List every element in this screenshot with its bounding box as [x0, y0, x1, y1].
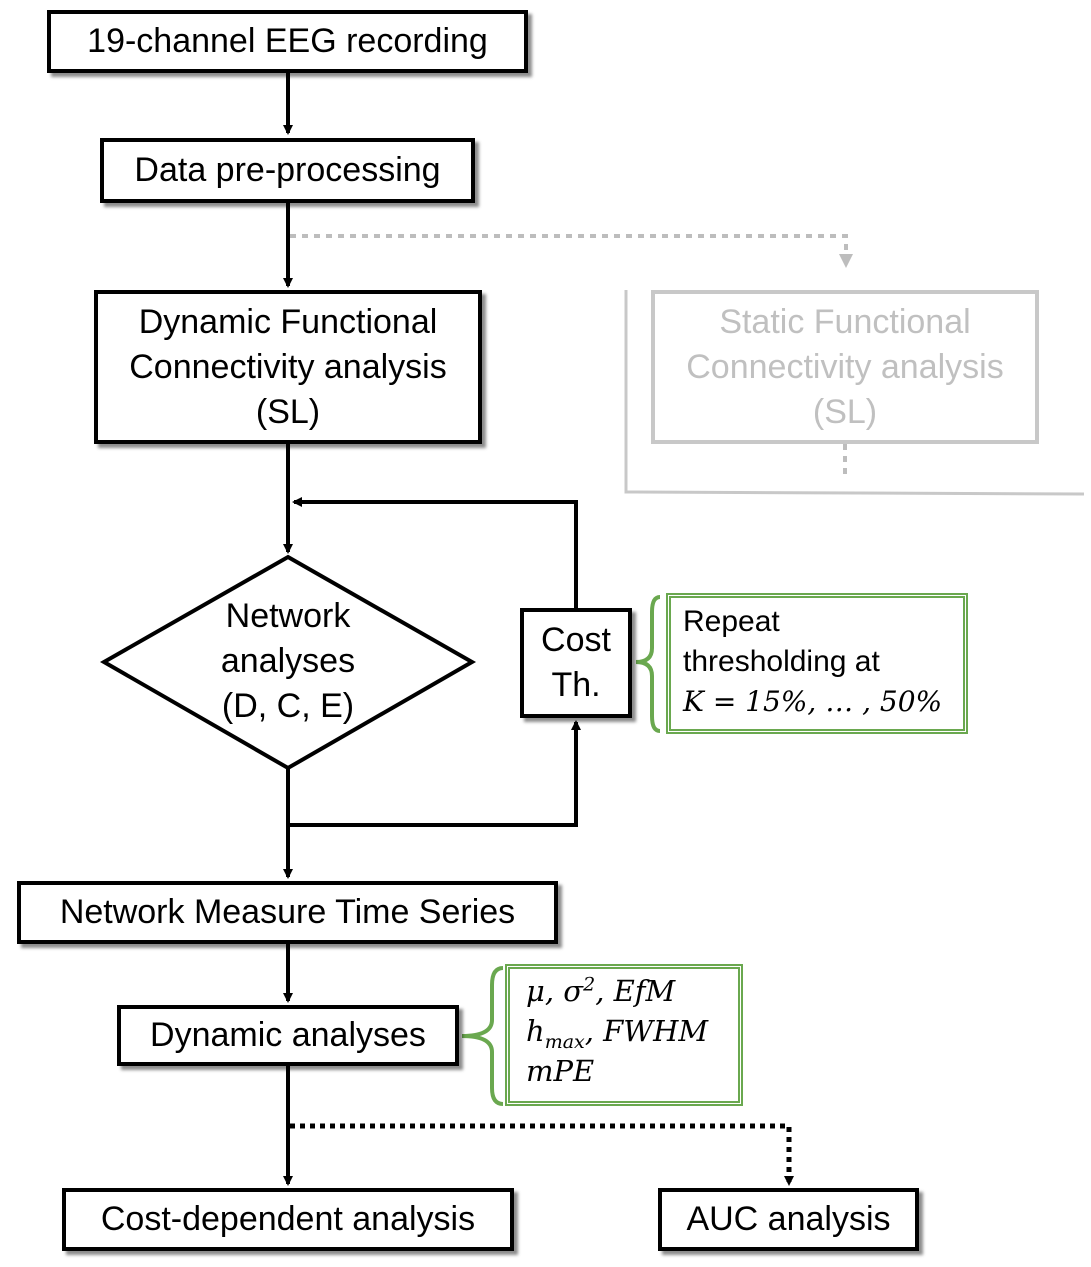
threshold-note-formula: K = 15%, … , 50% [683, 685, 943, 718]
cost-threshold-node: Cost Th. [520, 608, 632, 718]
network-analyses-line3: (D, C, E) [221, 687, 355, 725]
measures-line3: mPE [526, 1054, 595, 1088]
dynamic-fc-label-line3: (SL) [255, 392, 321, 431]
threshold-note-line1: Repeat [683, 605, 780, 638]
cost-dependent-label: Cost-dependent analysis [100, 1200, 476, 1238]
static-fc-label-line3: (SL) [812, 392, 878, 431]
auc-analysis-node: AUC analysis [658, 1188, 919, 1251]
dynamic-fc-label-line1: Dynamic Functional [138, 302, 438, 341]
eeg-recording-node: 19-channel EEG recording [47, 10, 528, 73]
cost-dependent-analysis-node: Cost-dependent analysis [62, 1188, 514, 1251]
nmts-label: Network Measure Time Series [59, 893, 516, 931]
dynamic-analyses-label: Dynamic analyses [150, 1016, 426, 1054]
threshold-note-brace [635, 595, 661, 733]
dynamic-fc-node: Dynamic Functional Connectivity analysis… [94, 290, 482, 444]
threshold-note-line2: thresholding at [683, 645, 880, 678]
dotted-arrow-to-static [290, 234, 853, 268]
static-fc-label-line1: Static Functional [719, 302, 971, 341]
static-bracket [624, 290, 1085, 496]
threshold-note: Repeat thresholding at K = 15%, … , 50% [666, 593, 968, 734]
measures-note: μ, σ2, EfM hmax, FWHM mPE [505, 964, 743, 1106]
network-analyses-line1: Network [225, 597, 351, 635]
preprocessing-label: Data pre-processing [134, 151, 441, 189]
static-fc-label-line2: Connectivity analysis [686, 347, 1004, 386]
measures-line1: μ, σ2, EfM [526, 973, 676, 1008]
measures-note-brace [461, 966, 504, 1106]
static-fc-node: Static Functional Connectivity analysis … [651, 290, 1039, 444]
measures-line2: hmax, FWHM [526, 1014, 709, 1053]
dynamic-analyses-node: Dynamic analyses [117, 1005, 459, 1066]
preprocessing-node: Data pre-processing [100, 138, 475, 203]
auc-label: AUC analysis [686, 1200, 891, 1238]
loop-return-arrow [292, 497, 578, 608]
eeg-recording-label: 19-channel EEG recording [87, 22, 488, 60]
network-measure-time-series-node: Network Measure Time Series [17, 881, 558, 944]
cost-threshold-line1: Cost [541, 621, 611, 659]
dynamic-fc-label-line2: Connectivity analysis [129, 347, 447, 386]
network-analyses-line2: analyses [220, 642, 356, 680]
dotted-arrow-to-auc [290, 1123, 794, 1186]
network-analyses-label: Network analyses (D, C, E) [168, 594, 408, 729]
cost-threshold-line2: Th. [551, 666, 601, 704]
